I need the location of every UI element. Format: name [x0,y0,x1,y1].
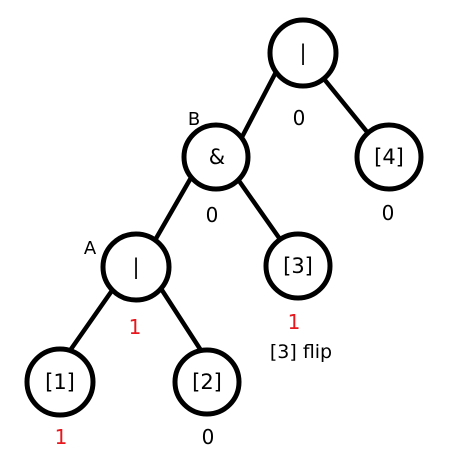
edge-a-one [66,279,121,355]
edge-a-two [155,281,205,355]
node-one-value: 1 [55,425,68,449]
edge-b-three [234,175,285,245]
node-a-label: | [132,255,139,280]
edge-b-a [151,173,195,245]
node-b-value: 0 [206,203,219,227]
node-three: [3] [263,231,333,301]
node-a: | [100,231,172,303]
node-four: [4] [354,122,424,192]
node-b-tag: B [188,109,200,130]
node-a-value: 1 [129,315,142,339]
node-two-value: 0 [202,425,215,449]
node-b: & [181,122,251,192]
node-one: [1] [24,346,96,418]
node-a-tag: A [84,238,97,259]
node-root-value: 0 [293,106,306,130]
edge-root-four [317,71,375,141]
node-three-value: 1 [288,310,301,334]
node-three-note: [3] flip [270,341,332,363]
node-four-label: [4] [374,145,404,169]
node-b-label: & [209,145,225,169]
node-four-value: 0 [382,201,395,225]
node-two-label: [2] [192,370,222,394]
node-one-label: [1] [45,370,75,394]
node-three-label: [3] [283,254,313,278]
edge-root-b [239,69,279,140]
node-two: [2] [172,347,242,417]
node-root: | [267,17,339,89]
node-root-label: | [299,41,306,66]
